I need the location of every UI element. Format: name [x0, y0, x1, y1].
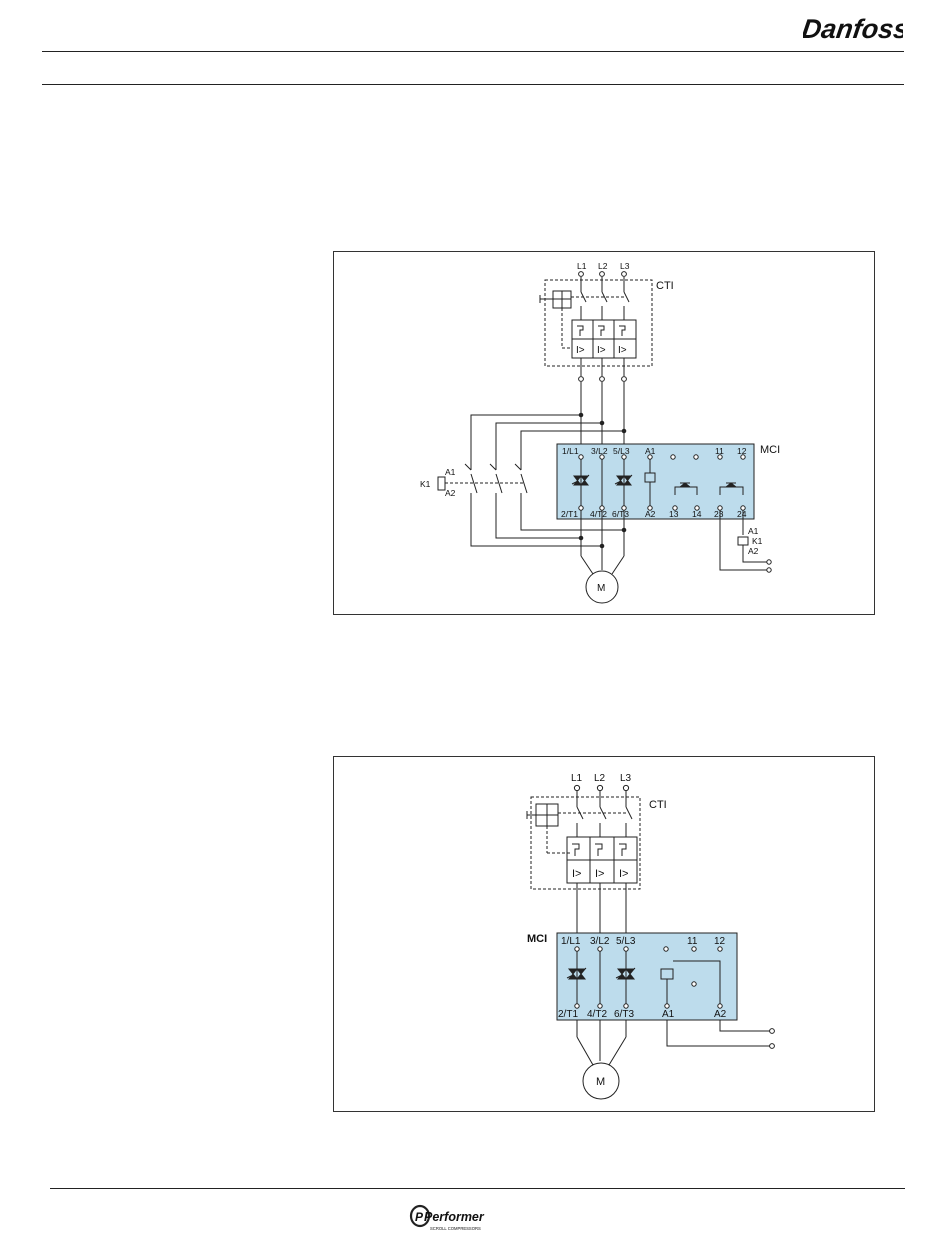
terminal-label: K1 [752, 536, 763, 546]
terminal-label: Danfoss [803, 13, 903, 44]
terminal-label: P [415, 1210, 424, 1224]
terminal-label: 23 [714, 509, 724, 519]
terminal-label: 4/T2 [590, 509, 607, 519]
terminal-label: 5/L3 [613, 446, 630, 456]
terminal-label: 2/T1 [558, 1009, 578, 1020]
terminal-label: 6/T3 [612, 509, 629, 519]
control-circuit [667, 1020, 774, 1048]
motor-wiring: M [577, 1020, 626, 1099]
terminal-label: A2 [645, 509, 656, 519]
danfoss-logo: Danfoss [803, 8, 903, 48]
mci-controller: MCI 1/L1 3/L2 5/L3 11 12 2/T1 4/T2 6/T3 … [527, 933, 737, 1020]
motor-label: M [597, 583, 605, 594]
trip-3: I> [618, 345, 627, 356]
terminal-label: A2 [748, 546, 759, 556]
terminal-label: 6/T3 [614, 1009, 634, 1020]
line-terminals: L1 L2 L3 [571, 773, 632, 791]
terminal-label: 12 [737, 446, 747, 456]
mci-label: MCI [760, 444, 780, 456]
motor-wiring: M [581, 510, 624, 603]
terminal-label: A1 [662, 1009, 675, 1020]
terminal-label: 1/L1 [561, 936, 581, 947]
trip-2: I> [597, 345, 606, 356]
motor-label: M [596, 1076, 605, 1088]
terminal-l2: L2 [598, 261, 608, 271]
terminal-l2: L2 [594, 773, 606, 784]
terminal-label: 2/T1 [561, 509, 578, 519]
terminal-label: 1/L1 [562, 446, 579, 456]
terminal-label: 3/L2 [590, 936, 610, 947]
terminal-l3: L3 [620, 773, 632, 784]
terminal-label: A2 [714, 1009, 727, 1020]
mci-label: MCI [527, 933, 547, 945]
terminal-label: SCROLL COMPRESSORS [430, 1226, 481, 1231]
mci-controller: MCI 1/L1 3/L2 5/L3 A1 11 12 [557, 444, 780, 519]
header-rule-bottom [42, 84, 904, 85]
header-rule-top [42, 51, 904, 52]
terminal-label: 4/T2 [587, 1009, 607, 1020]
trip-2: I> [595, 868, 604, 880]
terminal-label: 24 [737, 509, 747, 519]
terminal-label: 12 [714, 936, 726, 947]
footer-rule [50, 1188, 905, 1189]
terminal-label: A1 [748, 526, 759, 536]
terminal-label: 14 [692, 509, 702, 519]
trip-3: I> [619, 868, 628, 880]
cti-label: CTI [656, 280, 674, 292]
terminal-l1: L1 [571, 773, 583, 784]
trip-1: I> [572, 868, 581, 880]
terminal-label: 3/L2 [591, 446, 608, 456]
cti-label: CTI [649, 799, 667, 811]
k1-a2: A2 [445, 488, 456, 498]
terminal-label: 5/L3 [616, 936, 636, 947]
cti-breaker: CTI I> I> I> [540, 277, 674, 381]
cti-breaker: CTI I> I> I> [527, 791, 667, 933]
terminal-l3: L3 [620, 261, 630, 271]
wiring-diagram-2: L1 L2 L3 CTI I> I> I> [333, 756, 875, 1112]
terminal-label: Performer [424, 1210, 485, 1224]
trip-1: I> [576, 345, 585, 356]
wiring-diagram-1: L1 L2 L3 CTI I> I> I> [333, 251, 875, 615]
terminal-l1: L1 [577, 261, 587, 271]
terminal-label: 11 [687, 936, 698, 947]
terminal-label: 13 [669, 509, 679, 519]
k1-a1: A1 [445, 467, 456, 477]
k1-label: K1 [420, 479, 431, 489]
line-terminals: L1 L2 L3 [577, 261, 630, 276]
performer-logo: P Performer SCROLL COMPRESSORS [408, 1200, 514, 1236]
